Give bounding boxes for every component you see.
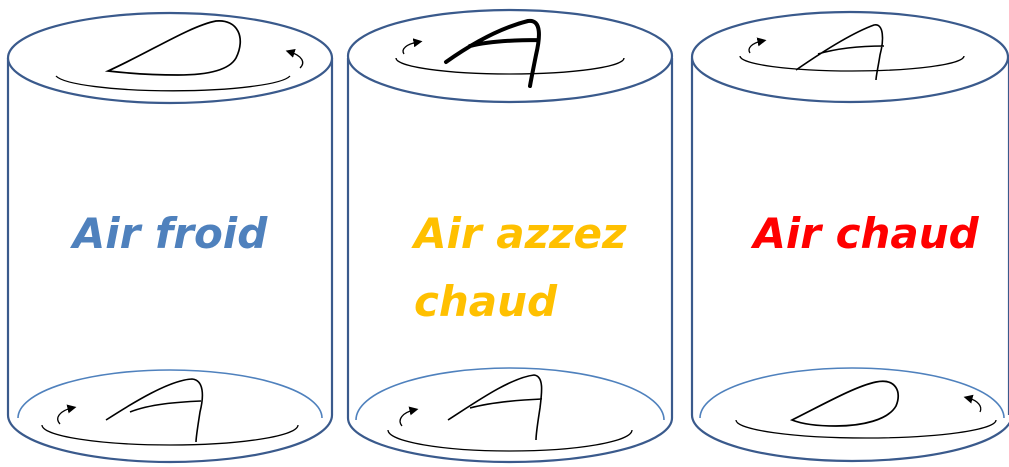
cylinder-label: Air azzez chaud (411, 209, 641, 326)
cylinder-label: Air chaud (750, 209, 979, 258)
cylinder-top-rim (348, 10, 672, 102)
rotation-arrow-icon (388, 430, 632, 451)
rotation-arrow-icon (42, 425, 298, 445)
cylinder-warm: Air azzez chaud (348, 10, 672, 462)
bottom-inner-ellipse (700, 368, 1004, 418)
letter-a-icon (106, 379, 202, 442)
cylinder-label: Air froid (70, 209, 268, 258)
cylinder-bottom-rim (348, 418, 672, 462)
letter-a-icon (448, 375, 542, 440)
rotation-arrow-icon (968, 398, 981, 412)
cylinder-hot: Air chaud (692, 12, 1009, 461)
fin-icon (792, 381, 898, 426)
bottom-inner-ellipse (356, 368, 664, 420)
rotation-arrow-icon (400, 410, 414, 426)
cylinder-bottom-rim (8, 415, 332, 462)
cylinder-top-rim (692, 12, 1008, 102)
cylinder-top-rim (8, 13, 332, 103)
cylinder-cold: Air froid (8, 13, 332, 462)
rotation-arrow-icon (58, 408, 72, 424)
